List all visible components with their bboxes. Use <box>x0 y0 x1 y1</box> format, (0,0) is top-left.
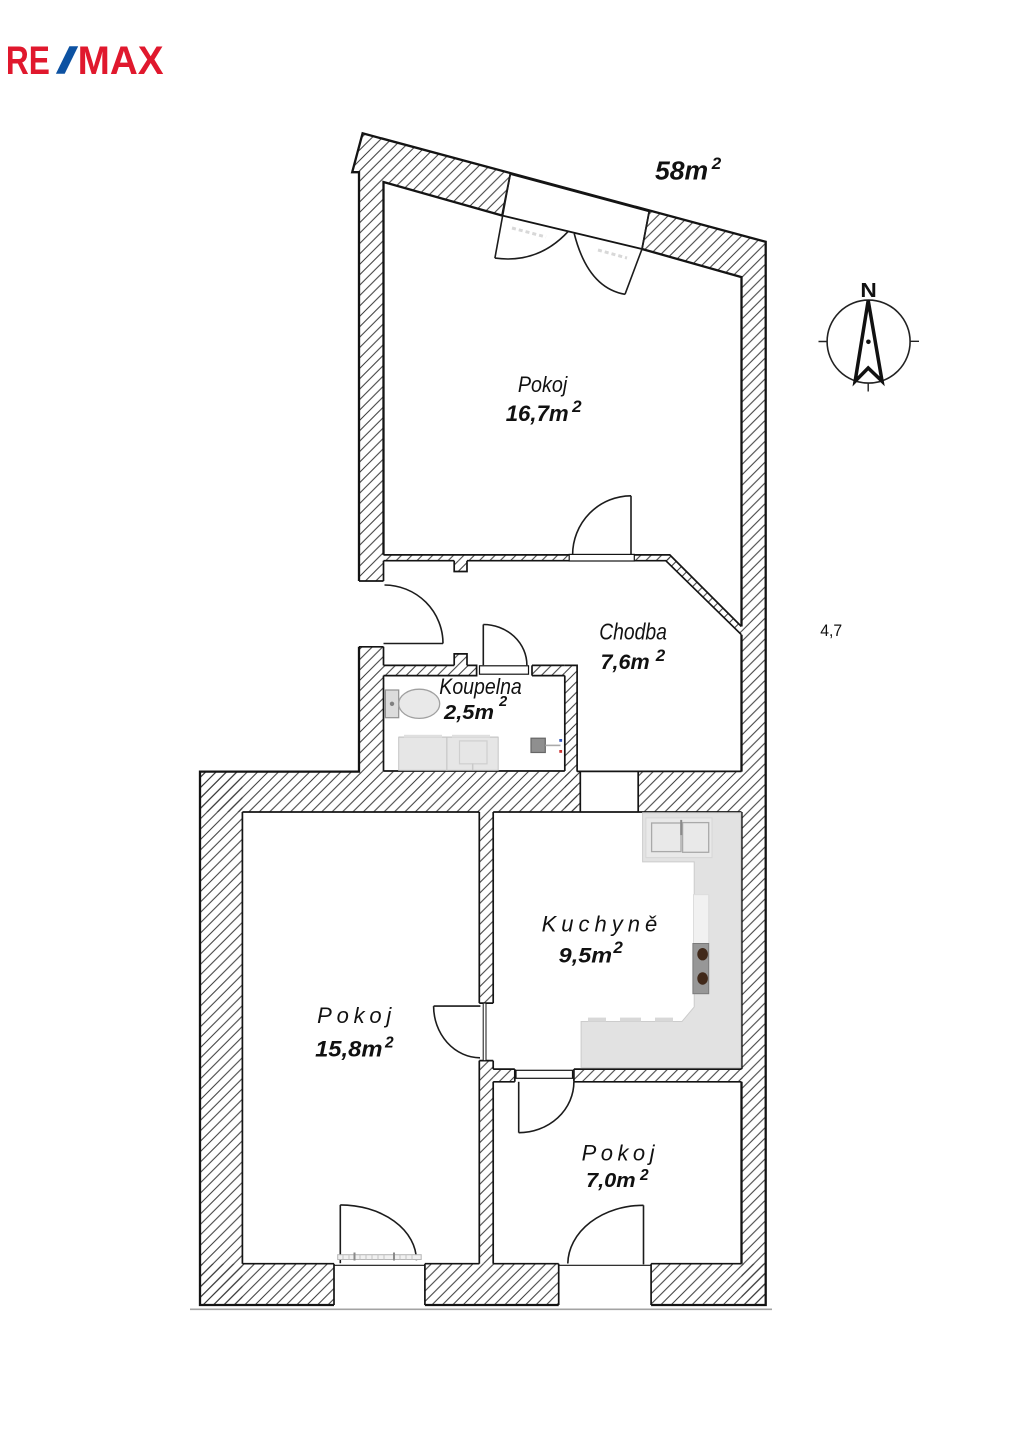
svg-text:2,5m: 2,5m <box>443 701 494 724</box>
svg-text:2: 2 <box>639 1167 649 1184</box>
svg-text:2: 2 <box>655 646 666 665</box>
svg-text:Chodba: Chodba <box>599 619 667 645</box>
svg-text:Pokoj: Pokoj <box>518 372 568 397</box>
svg-text:4,7: 4,7 <box>820 622 842 640</box>
svg-text:Pokoj: Pokoj <box>582 1141 656 1166</box>
svg-text:2: 2 <box>571 397 582 416</box>
svg-text:MAX: MAX <box>78 39 164 83</box>
svg-text:Koupelna: Koupelna <box>439 674 522 699</box>
svg-text:2: 2 <box>384 1035 394 1052</box>
svg-text:16,7m: 16,7m <box>506 401 569 426</box>
svg-text:7,0m: 7,0m <box>586 1169 636 1192</box>
svg-text:N: N <box>860 280 876 302</box>
svg-text:15,8m: 15,8m <box>315 1037 382 1062</box>
svg-text:9,5m: 9,5m <box>559 943 612 968</box>
svg-text:2: 2 <box>498 694 507 710</box>
svg-text:58m: 58m <box>655 155 708 185</box>
svg-text:2: 2 <box>612 938 623 957</box>
svg-text:2: 2 <box>711 154 722 173</box>
svg-text:RE: RE <box>6 39 50 83</box>
svg-text:Kuchyně: Kuchyně <box>542 912 658 937</box>
svg-text:Pokoj: Pokoj <box>317 1003 392 1028</box>
svg-text:7,6m: 7,6m <box>601 650 650 674</box>
